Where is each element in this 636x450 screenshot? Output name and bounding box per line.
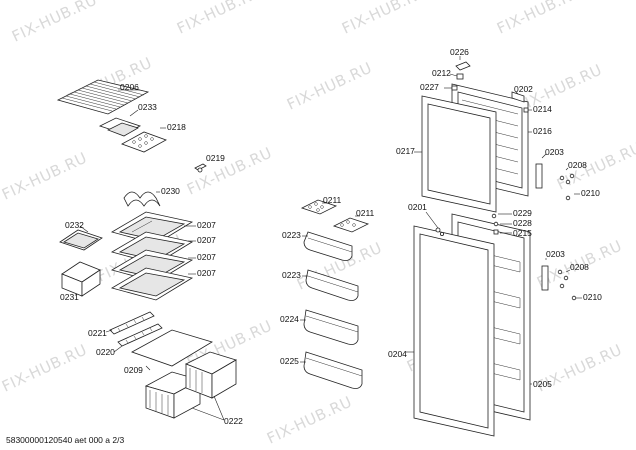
part-0222-crisper-drawer-right (185, 351, 237, 399)
watermark: FIX-HUB.RU (554, 139, 636, 194)
callout-0220: 0220 (96, 347, 115, 357)
callout-0223: 0223 (282, 230, 301, 240)
part-0221-rail (109, 311, 155, 335)
callout-0224: 0224 (280, 314, 299, 324)
part-0224-door-bin (303, 309, 359, 345)
callout-0203: 0203 (546, 249, 565, 259)
callout-0223: 0223 (282, 270, 301, 280)
part-0233-insert (107, 122, 139, 137)
part-0219-clip (194, 163, 207, 173)
watermark: FIX-HUB.RU (0, 341, 90, 396)
callout-0222: 0222 (224, 416, 243, 426)
callout-0215: 0215 (513, 228, 532, 238)
callout-0228: 0228 (513, 218, 532, 228)
callout-0221: 0221 (88, 328, 107, 338)
part-0203-hinge-upper (535, 163, 543, 189)
callout-0204: 0204 (388, 349, 407, 359)
part-0231-drawer-box (61, 261, 101, 297)
callout-0205: 0205 (533, 379, 552, 389)
watermark: FIX-HUB.RU (494, 0, 585, 38)
callout-0206: 0206 (120, 82, 139, 92)
watermark: FIX-HUB.RU (339, 0, 430, 38)
watermark: FIX-HUB.RU (9, 0, 100, 46)
callout-0202: 0202 (514, 84, 533, 94)
part-0206-wire-shelf (56, 79, 150, 115)
callout-0233: 0233 (138, 102, 157, 112)
part-0217-freezer-gasket (421, 95, 497, 213)
callout-0214: 0214 (533, 104, 552, 114)
part-0223-door-bin-a (303, 231, 353, 261)
callout-0216: 0216 (533, 126, 552, 136)
part-0212-clip (456, 73, 464, 80)
part-0204-fridge-gasket (413, 225, 495, 437)
callout-0210: 0210 (583, 292, 602, 302)
callout-0207: 0207 (197, 252, 216, 262)
part-0209-crisper-cover (131, 329, 213, 367)
watermark: FIX-HUB.RU (0, 149, 90, 204)
document-reference: 58300000120540 aet 000 a 2/3 (6, 435, 124, 445)
part-0215-pin (493, 229, 499, 235)
part-0211-egg-tray-b (332, 217, 370, 233)
callout-0225: 0225 (280, 356, 299, 366)
part-0228-washer (493, 221, 499, 227)
callout-0208: 0208 (570, 262, 589, 272)
part-0211-egg-tray-a (300, 199, 338, 215)
callout-0203: 0203 (545, 147, 564, 157)
callout-0231: 0231 (60, 292, 79, 302)
part-0210-screw-lower (571, 295, 577, 301)
callout-0230: 0230 (161, 186, 180, 196)
callout-0232: 0232 (65, 220, 84, 230)
part-0208-screws-upper (559, 173, 575, 185)
callout-0207: 0207 (197, 235, 216, 245)
part-0207-glass-shelf (110, 267, 194, 301)
part-0214-pin (523, 107, 529, 113)
part-0208-screws-lower (557, 269, 569, 289)
part-0202-hinge-cover (511, 91, 525, 103)
callout-0211: 0211 (356, 208, 375, 218)
part-0223-door-bin-b (305, 269, 359, 301)
callout-0226: 0226 (450, 47, 469, 57)
callout-0210: 0210 (581, 188, 600, 198)
part-0203-hinge-lower (541, 265, 549, 291)
callout-0217: 0217 (396, 146, 415, 156)
part-0220-rail (117, 323, 163, 347)
callout-0207: 0207 (197, 268, 216, 278)
watermark: FIX-HUB.RU (284, 59, 375, 114)
callout-0227: 0227 (420, 82, 439, 92)
part-0226-cap (455, 61, 471, 71)
callout-0218: 0218 (167, 122, 186, 132)
part-0210-screw-upper (565, 195, 571, 201)
part-0218-egg-tray (121, 131, 167, 153)
watermark: FIX-HUB.RU (184, 144, 275, 199)
part-0232-drawer-lid (59, 229, 103, 251)
watermark: FIX-HUB.RU (174, 0, 265, 38)
watermark: FIX-HUB.RU (264, 393, 355, 448)
callout-0209: 0209 (124, 365, 143, 375)
part-0227-pin (451, 85, 458, 91)
part-0229-cap (491, 213, 497, 219)
callout-0219: 0219 (206, 153, 225, 163)
callout-0201: 0201 (408, 202, 427, 212)
part-0225-door-bin (303, 351, 363, 389)
callout-0229: 0229 (513, 208, 532, 218)
part-0230-bottle-rack (123, 191, 161, 207)
callout-0212: 0212 (432, 68, 451, 78)
callout-0211: 0211 (323, 195, 342, 205)
callout-0207: 0207 (197, 220, 216, 230)
callout-0208: 0208 (568, 160, 587, 170)
